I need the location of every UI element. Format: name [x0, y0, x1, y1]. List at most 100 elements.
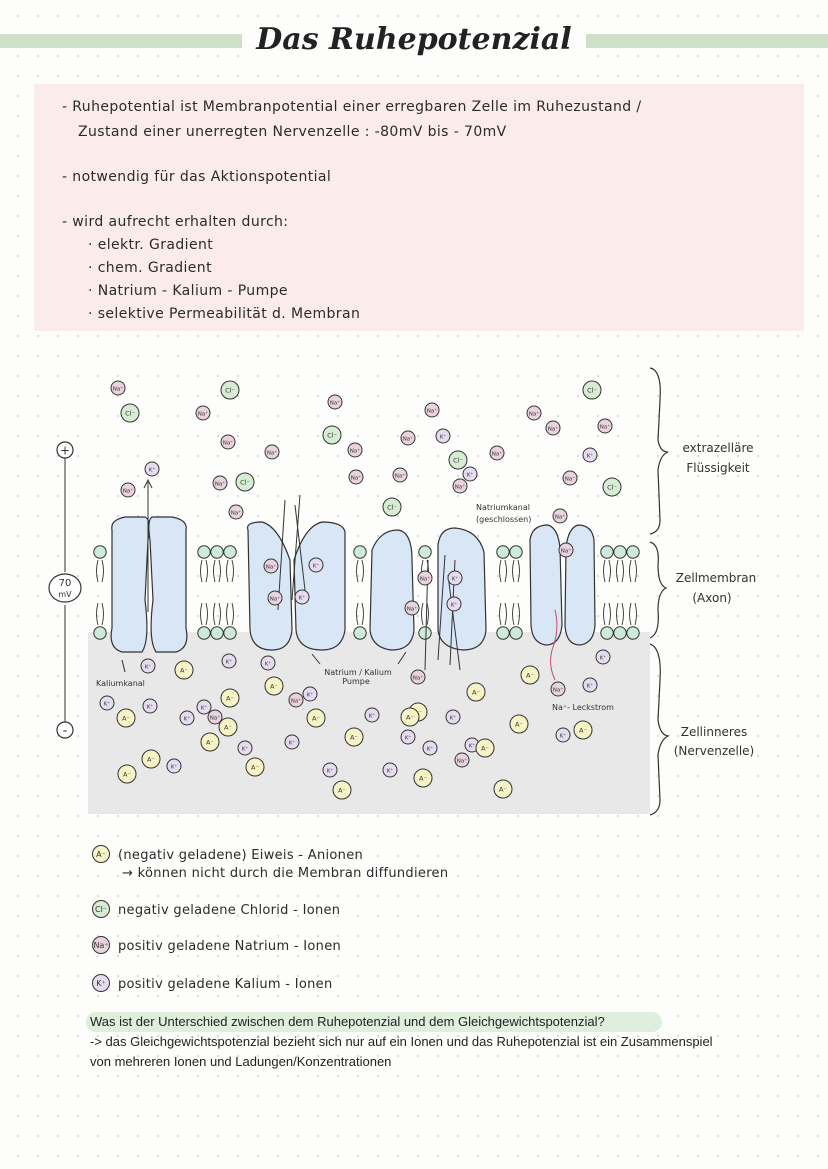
legend-potassium-icon: K⁺ — [92, 974, 110, 992]
na-ion-circle — [267, 590, 283, 606]
na-ion-circle — [120, 482, 136, 498]
cl-ion: Cl⁻ — [220, 380, 240, 400]
na-ion-label: Na⁺ — [427, 408, 437, 415]
na-ion: Na⁺ — [552, 508, 568, 524]
a-ion-circle — [141, 749, 161, 769]
na-ion-circle — [348, 469, 364, 485]
lipid-tail — [603, 602, 606, 626]
na-ion: Na⁺ — [410, 669, 426, 685]
k-ion-circle — [237, 740, 253, 756]
minus-sign-icon — [56, 721, 74, 739]
k-ion: K⁺ — [284, 734, 300, 750]
na-ion: Na⁺ — [424, 402, 440, 418]
label-membrane-1: Zellmembran — [676, 571, 757, 585]
k-ion: K⁺ — [582, 677, 598, 693]
cl-ion: Cl⁻ — [322, 425, 342, 445]
cl-ion-circle — [382, 497, 402, 517]
k-ion-label: K⁺ — [587, 683, 594, 690]
k-ion-circle — [302, 686, 318, 702]
a-ion-label: A⁻ — [206, 739, 214, 747]
a-ion: A⁻ — [520, 665, 540, 685]
cl-ion: Cl⁻ — [120, 403, 140, 423]
na-ion-circle — [552, 508, 568, 524]
k-ion-circle — [221, 653, 237, 669]
k-ion-circle — [445, 709, 461, 725]
k-ion: K⁺ — [308, 557, 324, 573]
lipid-head-lower — [353, 626, 367, 640]
a-ion-label: A⁻ — [499, 786, 507, 794]
lipid-tail — [616, 602, 619, 626]
a-ion-label: A⁻ — [226, 695, 234, 703]
label-extracellular-2: Flüssigkeit — [686, 461, 750, 475]
cl-ion-label: Cl⁻ — [225, 387, 235, 395]
k-ion-circle — [322, 762, 338, 778]
pump-part-3 — [369, 529, 415, 651]
a-ion: A⁻ — [200, 732, 220, 752]
k-ion: K⁺ — [445, 709, 461, 725]
a-ion-circle — [332, 780, 352, 800]
a-ion-label: A⁻ — [123, 771, 131, 779]
k-ion-circle — [364, 707, 380, 723]
legend-potassium-text: positiv geladene Kalium - Ionen — [118, 977, 333, 992]
na-ion: Na⁺ — [120, 482, 136, 498]
k-ion-label: K⁺ — [469, 743, 476, 750]
na-ion-label: Na⁺ — [403, 436, 413, 443]
k-ion: K⁺ — [99, 695, 115, 711]
na-ion-circle — [110, 380, 126, 396]
na-ion-label: Na⁺ — [123, 488, 133, 495]
page-title-wrap: Das Ruhepotenzial — [0, 22, 828, 57]
a-ion-label: A⁻ — [406, 714, 414, 722]
a-ion-label: A⁻ — [180, 667, 188, 675]
k-ion-label: K⁺ — [307, 692, 314, 699]
na-ion-label: Na⁺ — [420, 576, 430, 583]
cl-ion-label: Cl⁻ — [587, 387, 597, 395]
lipid-tail — [213, 559, 216, 583]
na-ion-label: Na⁺ — [330, 400, 340, 407]
legend-sodium-text: positiv geladene Natrium - Ionen — [118, 939, 342, 954]
na-ion-label: Na⁺ — [407, 606, 417, 613]
lipid-head-lower — [418, 626, 432, 640]
k-ion-label: K⁺ — [327, 768, 334, 775]
k-ion: K⁺ — [196, 699, 212, 715]
na-ion: Na⁺ — [220, 434, 236, 450]
lipid-head-lower — [600, 626, 614, 640]
k-ion-label: K⁺ — [289, 740, 296, 747]
legend-chloride-icon: Cl⁻ — [92, 900, 110, 918]
na-ion-circle — [263, 558, 279, 574]
k-ion-label: K⁺ — [450, 715, 457, 722]
cl-ion: Cl⁻ — [448, 450, 468, 470]
lipid-head-upper — [600, 545, 614, 559]
plus-sign-icon — [56, 441, 74, 459]
k-ion-label: K⁺ — [387, 768, 394, 775]
k-ion: K⁺ — [221, 653, 237, 669]
na-ion-label: Na⁺ — [492, 451, 502, 458]
lipid-tail — [101, 602, 104, 626]
lipid-tail — [504, 602, 507, 626]
na-ion: Na⁺ — [228, 504, 244, 520]
a-ion-circle — [509, 714, 529, 734]
na-ion: Na⁺ — [454, 752, 470, 768]
k-ion-label: K⁺ — [427, 746, 434, 753]
a-ion-label: A⁻ — [579, 727, 587, 735]
na-ion-circle — [392, 467, 408, 483]
a-ion: A⁻ — [344, 727, 364, 747]
k-ion-circle — [99, 695, 115, 711]
label-leak-current: Na⁺- Leckstrom — [552, 703, 614, 712]
lipid-head-lower — [613, 626, 627, 640]
k-ion: K⁺ — [302, 686, 318, 702]
lipid-tail — [101, 559, 104, 583]
a-ion-circle — [218, 717, 238, 737]
cl-ion-circle — [220, 380, 240, 400]
voltage-unit: mV — [58, 590, 72, 599]
k-ion: K⁺ — [462, 466, 478, 482]
na-ion: Na⁺ — [267, 590, 283, 606]
label-sodium-channel-2: (geschlossen) — [476, 515, 531, 524]
k-ion: K⁺ — [446, 596, 462, 612]
na-ion-circle — [558, 542, 574, 558]
na-ion-label: Na⁺ — [351, 475, 361, 482]
a-ion-circle — [200, 732, 220, 752]
lipid-head-lower — [509, 626, 523, 640]
legend-sodium-icon: Na⁺ — [92, 936, 110, 954]
label-potassium-channel: Kaliumkanal — [96, 679, 145, 688]
na-ion-label: Na⁺ — [553, 687, 563, 694]
